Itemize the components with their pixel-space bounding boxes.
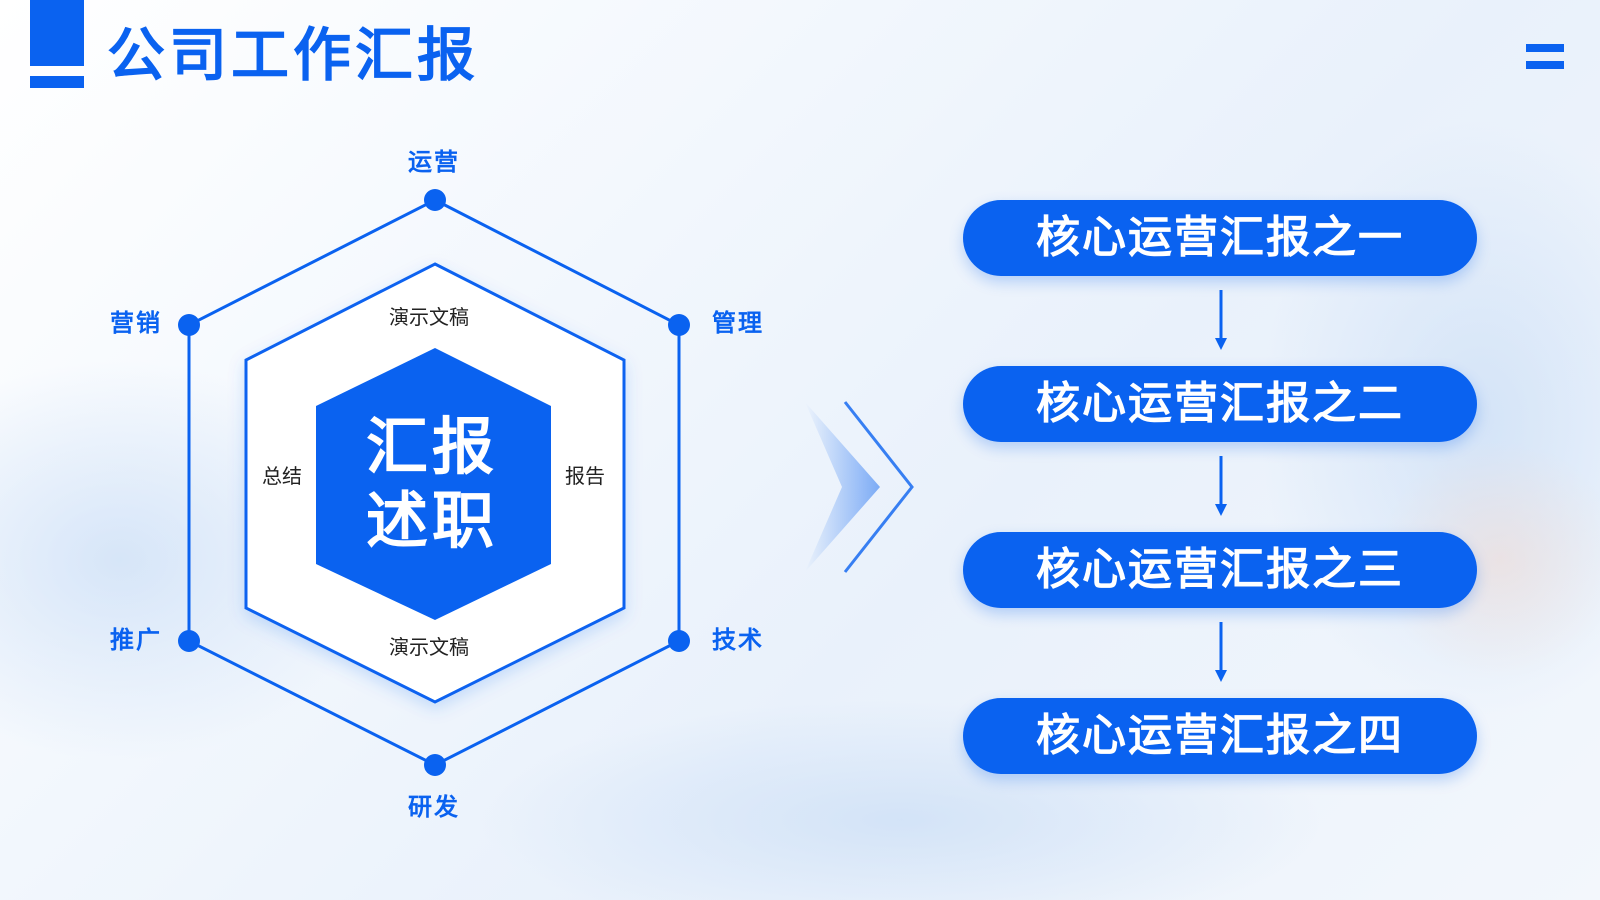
vertex-dot-lower-right: [668, 630, 690, 652]
vertex-label-upper-left: 营销: [110, 309, 162, 337]
inner-label-right: 报告: [565, 464, 605, 488]
inner-label-left: 总结: [262, 464, 302, 488]
title-accent-bar: [30, 0, 84, 66]
arrow-down-icon: [1215, 290, 1227, 350]
center-title-line-1: 汇报: [365, 410, 498, 483]
center-hexagon: [316, 348, 551, 620]
chevron-right-outline-icon: [843, 401, 914, 573]
vertex-dot-top: [424, 189, 446, 211]
vertex-dot-bottom: [424, 754, 446, 776]
flow-item-1[interactable]: 核心运营汇报之一: [963, 200, 1477, 276]
inner-label-bottom: 演示文稿: [389, 635, 469, 659]
flow-item-3[interactable]: 核心运营汇报之三: [963, 532, 1477, 608]
chevron-right-icon: [805, 402, 880, 572]
vertex-label-lower-right: 技术: [712, 626, 764, 654]
arrow-down-icon: [1215, 456, 1227, 516]
vertex-dot-upper-right: [668, 314, 690, 336]
flow-item-4[interactable]: 核心运营汇报之四: [963, 698, 1477, 774]
arrow-down-icon: [1215, 622, 1227, 682]
vertex-dot-lower-left: [178, 630, 200, 652]
vertex-label-upper-right: 管理: [712, 309, 764, 337]
vertex-label-bottom: 研发: [408, 793, 460, 821]
hamburger-menu-icon[interactable]: [1526, 44, 1564, 70]
vertex-dot-upper-left: [178, 314, 200, 336]
inner-label-top: 演示文稿: [389, 305, 469, 329]
center-title: 汇报 述职: [352, 410, 512, 558]
vertex-label-lower-left: 推广: [110, 626, 162, 654]
title-accent-underline: [30, 76, 84, 88]
center-title-line-2: 述职: [365, 484, 498, 557]
vertex-label-top: 运营: [408, 148, 460, 176]
page-title: 公司工作汇报: [107, 21, 480, 89]
flow-item-2[interactable]: 核心运营汇报之二: [963, 366, 1477, 442]
